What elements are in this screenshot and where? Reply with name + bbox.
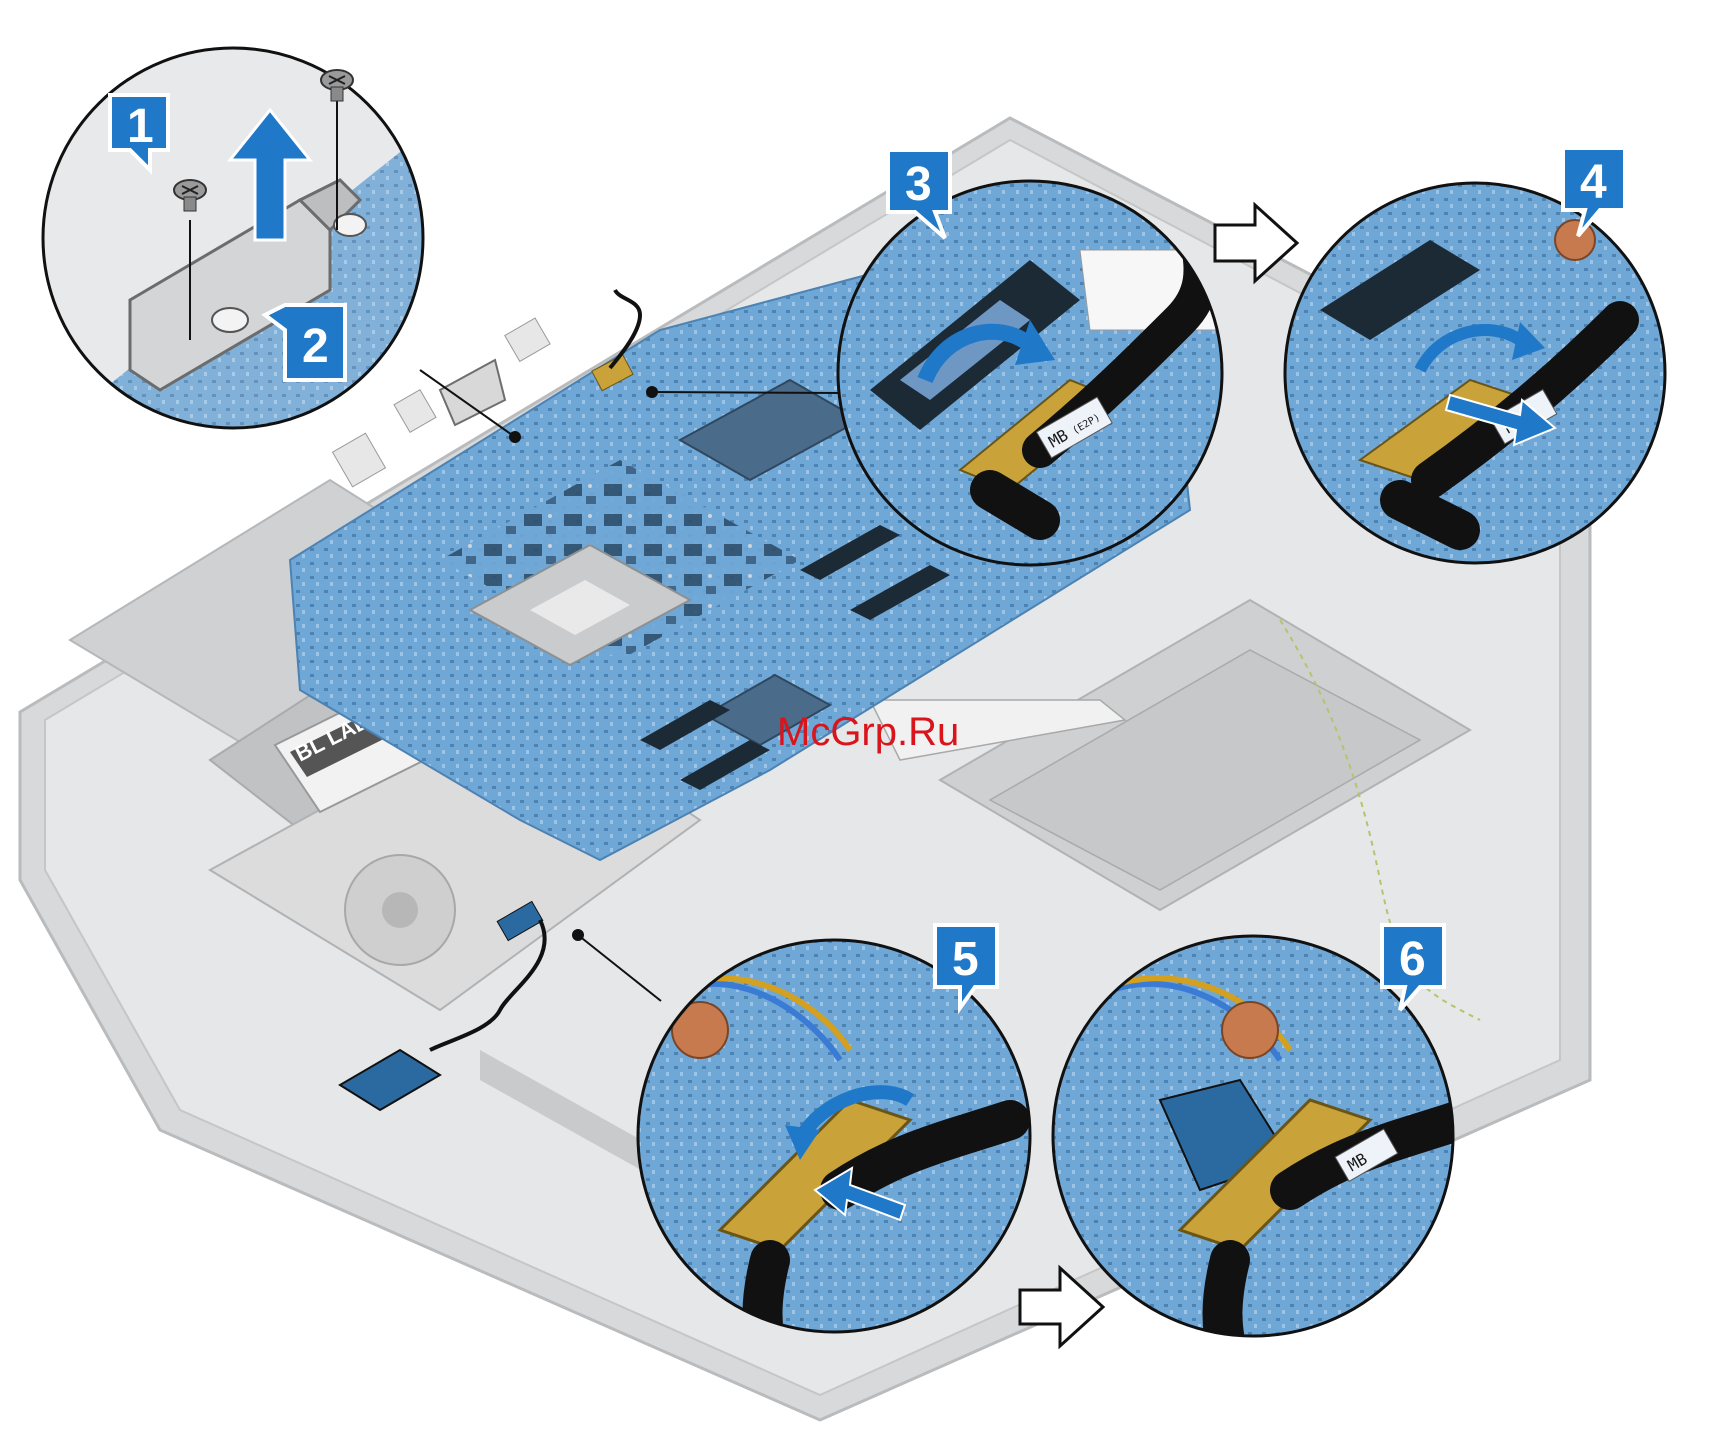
step-label-5: 5 (952, 933, 979, 986)
step-label-1: 1 (127, 100, 154, 153)
step-label-6: 6 (1399, 933, 1426, 986)
detail-circle-1 (40, 40, 440, 440)
hinge-bracket (440, 360, 505, 425)
callout-dot-1 (509, 431, 521, 443)
step-label-4: 4 (1580, 156, 1607, 209)
watermark-text: McGrp.Ru (777, 710, 959, 754)
step-label-2: 2 (302, 320, 329, 373)
callout-dot-3 (646, 386, 658, 398)
step-label-3: 3 (905, 158, 932, 211)
callout-dot-5 (572, 929, 584, 941)
